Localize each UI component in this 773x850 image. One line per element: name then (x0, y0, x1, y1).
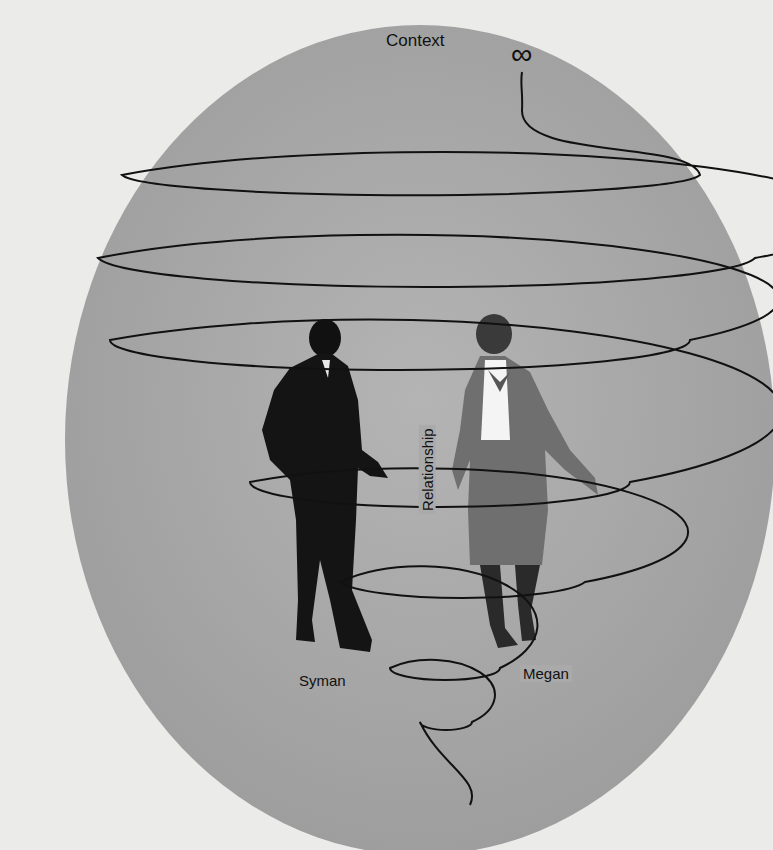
context-title: Context (386, 31, 445, 51)
spiral-line (98, 72, 773, 805)
infinity-symbol: ∞ (511, 37, 532, 72)
relationship-label: Relationship (419, 425, 436, 514)
person-name: Megan (520, 665, 572, 682)
person-name: Syman (299, 672, 346, 689)
